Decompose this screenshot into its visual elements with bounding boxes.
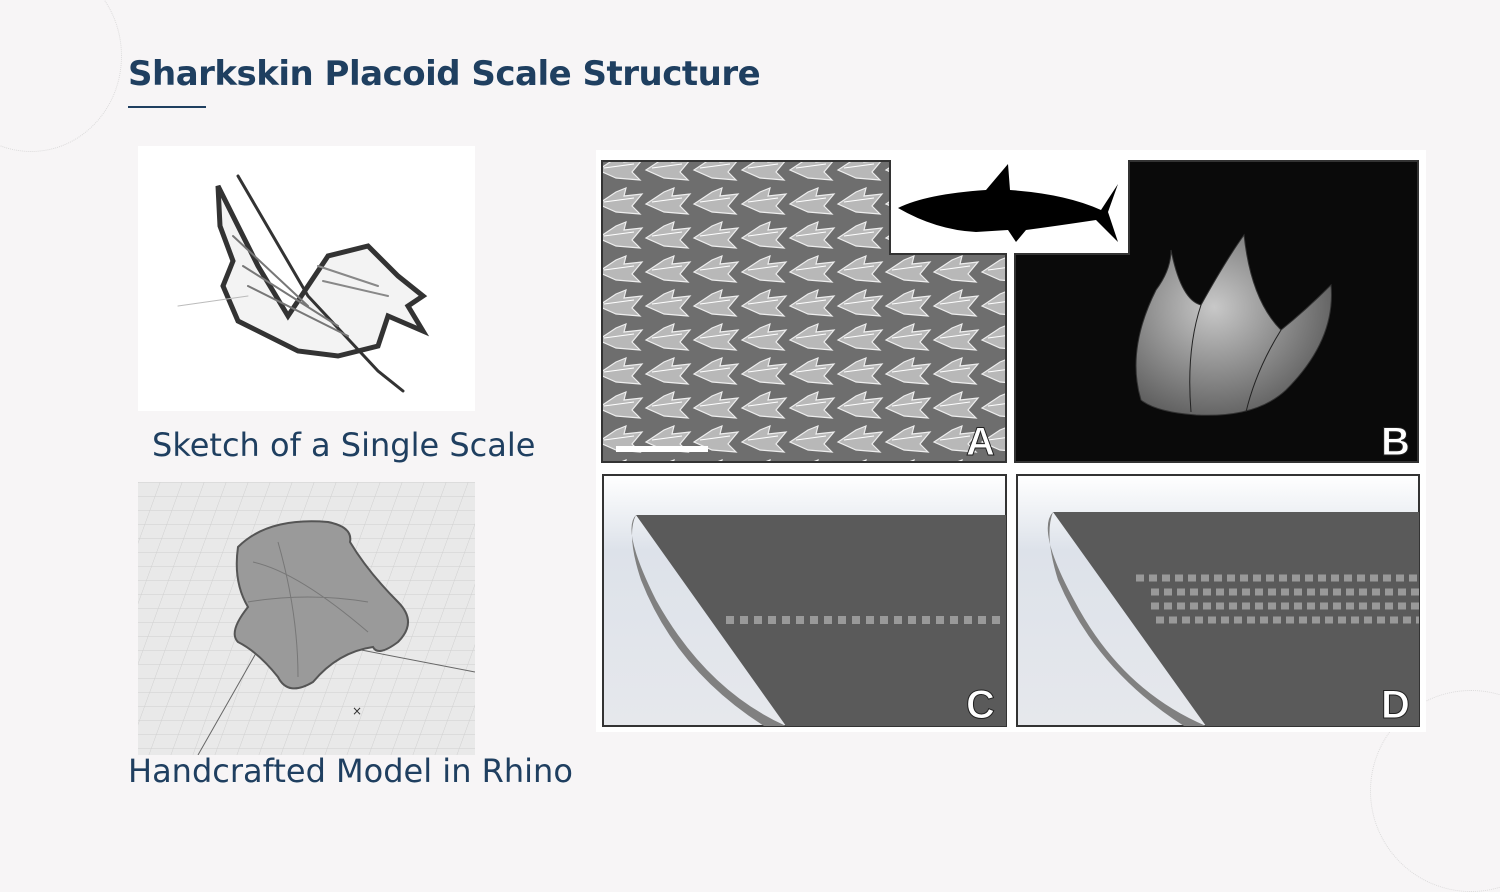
panel-b: B [1014, 160, 1419, 465]
panel-d: D [1016, 474, 1420, 728]
scale-sketch-image [138, 146, 475, 411]
svg-text:×: × [352, 704, 362, 718]
rhino-caption: Handcrafted Model in Rhino [128, 752, 573, 790]
panel-label-b: B [1381, 420, 1410, 464]
panel-label-d: D [1381, 683, 1410, 727]
title-underline [128, 106, 206, 108]
decorative-globe [0, 0, 122, 152]
panel-c: C [602, 474, 1007, 728]
panel-label-c: C [966, 683, 995, 727]
panel-label-a: A [966, 420, 995, 464]
rhino-model-image: × [138, 482, 476, 756]
panel-a: A [601, 160, 1007, 465]
sketch-caption: Sketch of a Single Scale [152, 426, 536, 464]
sharkskin-figure: A B C D [596, 150, 1426, 732]
page-title: Sharkskin Placoid Scale Structure [128, 54, 761, 94]
shark-silhouette-icon [898, 164, 1118, 242]
